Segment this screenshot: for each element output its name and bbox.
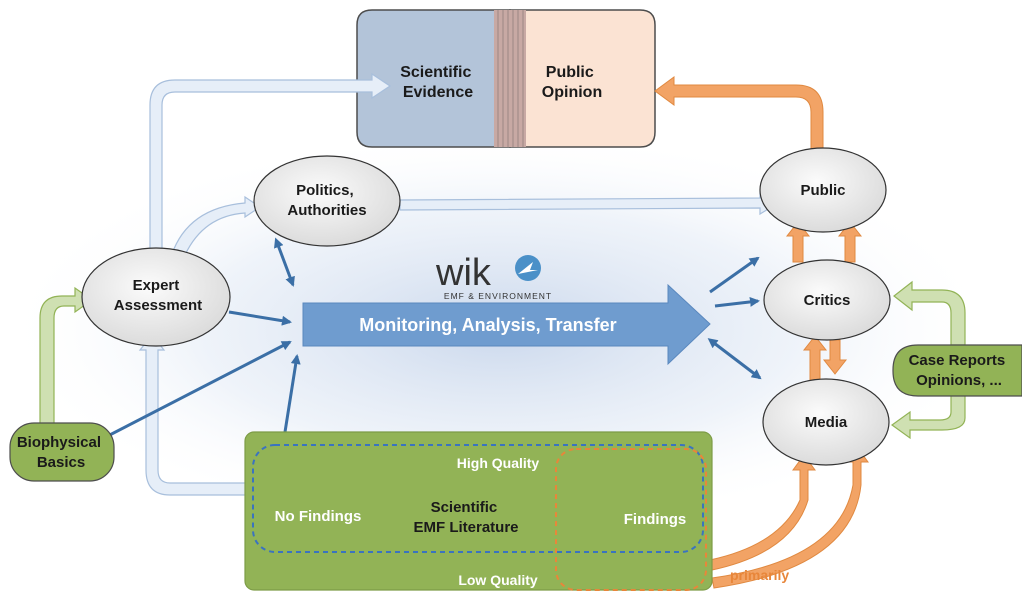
public-label: Public — [800, 182, 845, 199]
high-quality-label: High Quality — [457, 455, 540, 471]
politics-hub-arrow — [274, 237, 295, 287]
hub-to-critics-arrow — [714, 296, 760, 308]
main-arrow: Monitoring, Analysis, Transfer — [302, 283, 711, 366]
expert-to-hub-arrow — [228, 310, 292, 326]
literature-box: High Quality No Findings Findings Scient… — [244, 431, 713, 591]
expert-to-evidence-arrow — [149, 72, 392, 261]
critics-label: Critics — [804, 292, 851, 309]
node-expert: Expert Assessment — [81, 247, 231, 347]
hub-to-public-arrow — [709, 256, 760, 294]
findings-label: Findings — [624, 511, 687, 528]
media-to-critics-arrow — [802, 335, 828, 381]
literature-to-hub-arrow — [283, 354, 301, 433]
findings-to-media-arrow-1 — [709, 454, 816, 571]
opinion-panel — [509, 9, 656, 148]
wik-wordmark: wik — [435, 252, 492, 294]
low-quality-label: Low Quality — [458, 572, 538, 588]
biophysical-label: Biophysical Basics — [17, 434, 105, 471]
biophysical-to-hub-arrow — [99, 340, 292, 442]
evidence-panel — [356, 9, 511, 148]
public-to-opinion-arrow — [654, 76, 824, 166]
scientific-evidence-label: Scientific Evidence — [400, 64, 476, 101]
node-biophysical: Biophysical Basics — [9, 422, 115, 482]
node-case-reports: Case Reports Opinions, ... — [892, 344, 1022, 397]
media-label: Media — [805, 414, 848, 431]
hub-media-arrow — [707, 338, 762, 380]
primarily-label: primarily — [730, 567, 789, 583]
case-reports-to-media-arrow — [890, 394, 966, 440]
node-public: Public — [759, 147, 887, 233]
wik-logo: wik EMF & ENVIRONMENT — [435, 252, 552, 301]
logo-globe-icon — [515, 255, 541, 281]
dark-blue-arrows — [99, 237, 762, 442]
wik-tagline: EMF & ENVIRONMENT — [444, 291, 552, 301]
node-politics: Politics, Authorities — [253, 155, 401, 247]
high-quality-region — [252, 444, 704, 553]
node-media: Media — [762, 378, 890, 466]
node-critics: Critics — [763, 259, 891, 341]
case-reports-label: Case Reports Opinions, ... — [909, 352, 1010, 389]
critics-to-media-arrow — [822, 339, 848, 375]
no-findings-label: No Findings — [275, 508, 362, 525]
critics-to-public-arrow-2 — [837, 221, 863, 263]
evidence-opinion-box: Scientific Evidence Public Opinion — [356, 9, 656, 148]
binding-strip — [494, 10, 526, 147]
findings-region — [555, 448, 707, 591]
politics-label: Politics, Authorities — [287, 182, 366, 219]
public-opinion-label: Public Opinion — [542, 64, 602, 101]
literature-title: Scientific EMF Literature — [413, 499, 518, 536]
main-arrow-label: Monitoring, Analysis, Transfer — [359, 315, 616, 335]
expert-label: Expert Assessment — [114, 277, 202, 314]
case-reports-to-critics-arrow — [893, 280, 966, 346]
